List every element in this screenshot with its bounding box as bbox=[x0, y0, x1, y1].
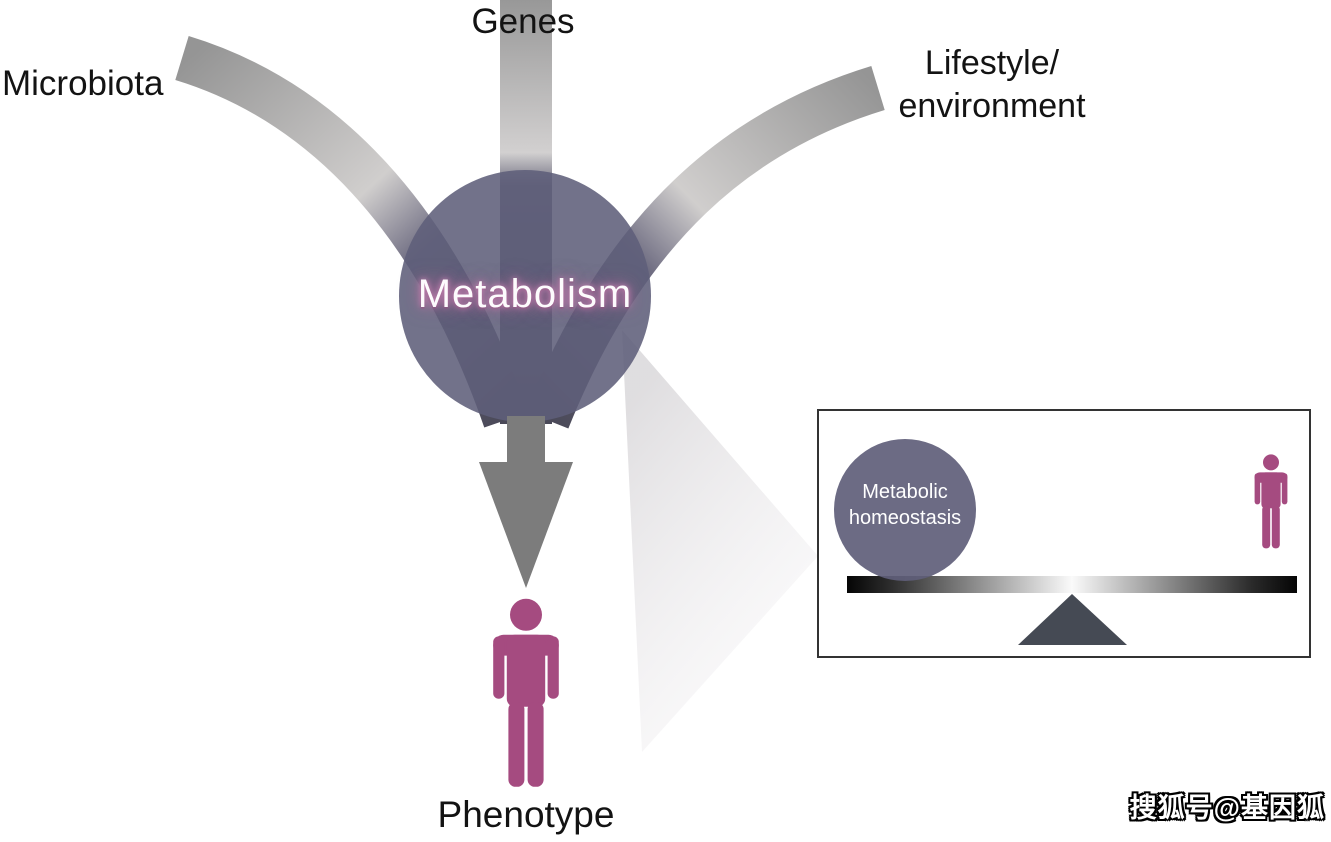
genes-label: Genes bbox=[471, 2, 575, 41]
lifestyle-label-line-2: environment bbox=[898, 87, 1086, 125]
phenotype-label: Phenotype bbox=[437, 794, 615, 835]
watermark: 搜狐号@基因狐 bbox=[1129, 793, 1325, 823]
lifestyle-label: Lifestyle/ environment bbox=[832, 42, 1152, 128]
phenotype-person-icon bbox=[493, 598, 559, 787]
callout-wedge-shape bbox=[622, 330, 818, 752]
metabolism-label: Metabolism bbox=[417, 272, 633, 316]
lifestyle-label-line-1: Lifestyle/ bbox=[924, 44, 1060, 82]
down-arrow-stem bbox=[507, 416, 545, 466]
microbiota-label: Microbiota bbox=[2, 64, 164, 103]
down-arrow-icon bbox=[479, 462, 573, 588]
metabolic-homeostasis-label: Metabolic homeostasis bbox=[795, 479, 1015, 531]
metabolic-homeostasis-circle bbox=[834, 439, 976, 581]
metabolism-circle bbox=[399, 170, 651, 422]
metabolic-homeostasis-line-2: homeostasis bbox=[848, 507, 962, 529]
fulcrum-triangle-icon bbox=[1018, 594, 1127, 645]
balance-beam bbox=[847, 576, 1297, 593]
metabolic-homeostasis-line-1: Metabolic bbox=[862, 481, 948, 503]
